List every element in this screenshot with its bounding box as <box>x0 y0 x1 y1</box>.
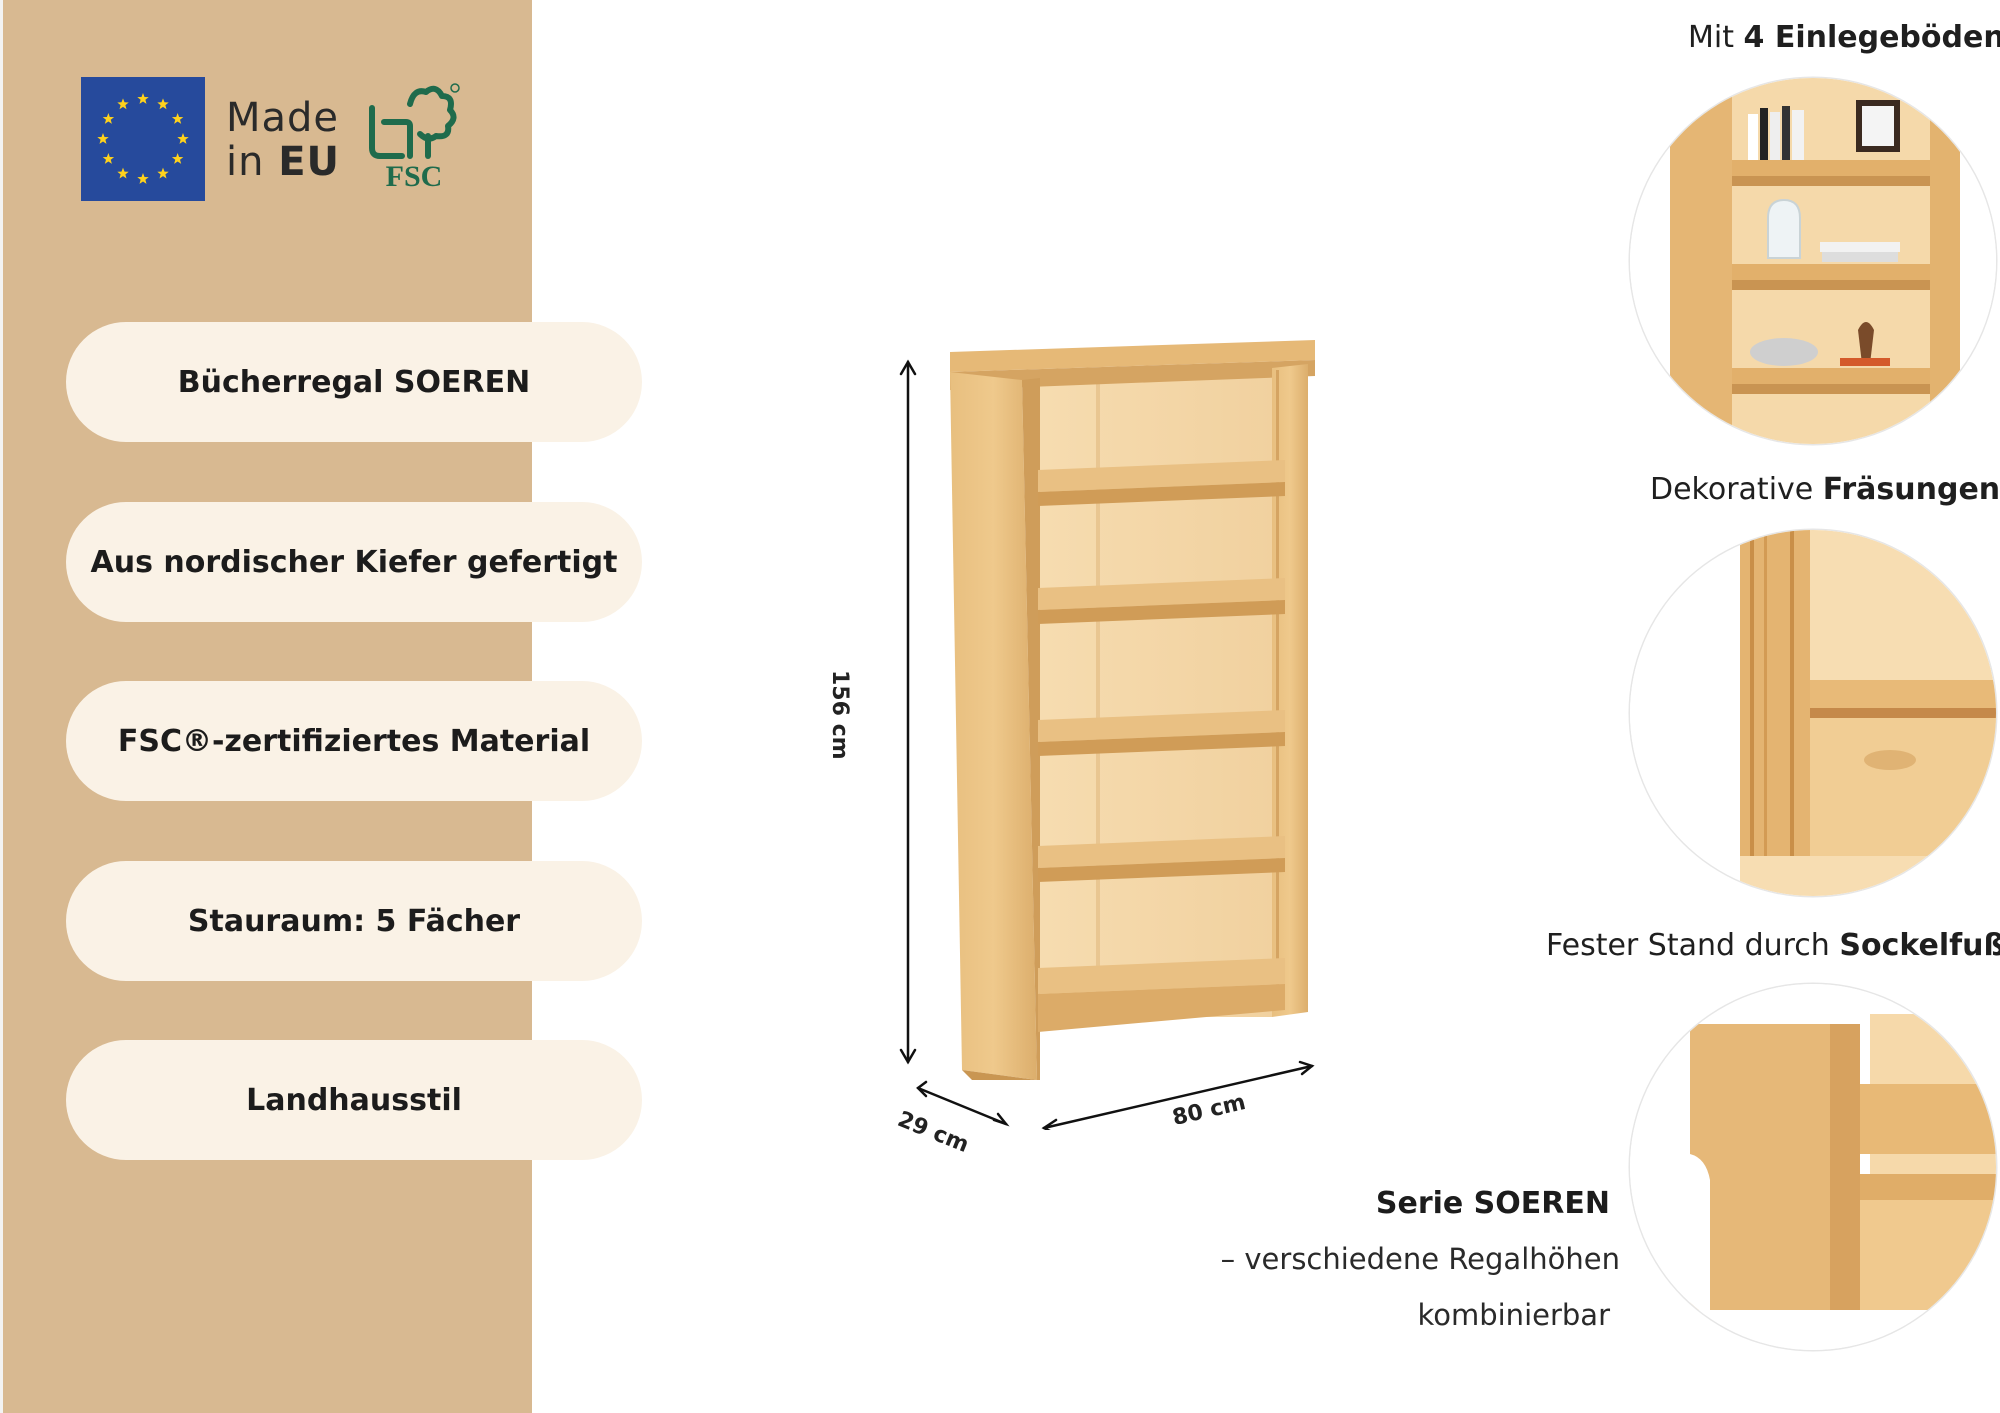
feature-pill-storage: Stauraum: 5 Fächer <box>66 861 642 981</box>
detail-image-plinth <box>1630 984 1996 1350</box>
feature-pill-certification: FSC®-zertifiziertes Material <box>66 681 642 801</box>
eu-star-icon <box>117 167 129 179</box>
eu-flag-icon <box>81 77 205 201</box>
feature-pill-label: Landhausstil <box>246 1082 462 1118</box>
feature-pill-material: Aus nordischer Kiefer gefertigt <box>66 502 642 622</box>
made-line-2: in EU <box>226 140 340 184</box>
series-title: Serie SOEREN <box>1375 1186 1610 1221</box>
feature-pill-label: FSC®-zertifiziertes Material <box>117 723 591 759</box>
eu-star-icon <box>137 93 149 104</box>
made-line-2-prefix: in <box>226 139 279 185</box>
caption-bold: Fräsungen <box>1822 472 2000 507</box>
detail-caption-shelves: Mit 4 Einlegeböden <box>1688 20 2000 55</box>
feature-pill-label: Stauraum: 5 Fächer <box>187 903 521 939</box>
dimension-lines <box>899 359 1315 1130</box>
feature-pill-product-name: Bücherregal SOEREN <box>66 322 642 442</box>
feature-pill-label: Aus nordischer Kiefer gefertigt <box>90 544 618 580</box>
series-line-2: kombinierbar <box>1417 1298 1610 1332</box>
caption-bold: Sockelfuß <box>1839 928 2000 963</box>
made-in-eu-label: Made in EU <box>226 96 340 184</box>
eu-star-icon <box>171 113 184 124</box>
detail-caption-plinth: Fester Stand durch Sockelfuß <box>1546 928 2000 963</box>
fsc-logo-icon: FSC <box>366 82 462 194</box>
caption-regular: Fester Stand durch <box>1546 928 1840 963</box>
caption-bold: 4 Einlegeböden <box>1743 20 2000 55</box>
bookshelf-product-image <box>950 340 1315 1080</box>
feature-pill-label: Bücherregal SOEREN <box>177 364 531 400</box>
eu-star-icon <box>177 133 189 144</box>
eu-star-icon <box>157 98 169 110</box>
detail-image-milling <box>1630 530 1996 896</box>
eu-star-icon <box>102 113 115 124</box>
feature-pill-style: Landhausstil <box>66 1040 642 1160</box>
detail-image-shelves <box>1630 78 1996 444</box>
eu-star-icon <box>97 133 109 144</box>
eu-star-icon <box>102 153 115 164</box>
eu-star-icon <box>117 98 129 110</box>
caption-regular: Dekorative <box>1650 472 1823 507</box>
eu-star-icon <box>171 153 184 164</box>
eu-star-icon <box>157 167 169 179</box>
made-line-2-bold: EU <box>278 139 340 185</box>
eu-star-icon <box>137 173 149 184</box>
height-dimension-label: 156 cm <box>827 670 852 760</box>
sidebar-edge <box>0 0 3 1413</box>
caption-regular: Mit <box>1688 20 1744 55</box>
fsc-logo-text: FSC <box>386 160 443 193</box>
series-line-1: – verschiedene Regalhöhen <box>1220 1242 1620 1276</box>
made-line-1: Made <box>226 95 340 141</box>
detail-caption-milling: Dekorative Fräsungen <box>1650 472 2000 507</box>
